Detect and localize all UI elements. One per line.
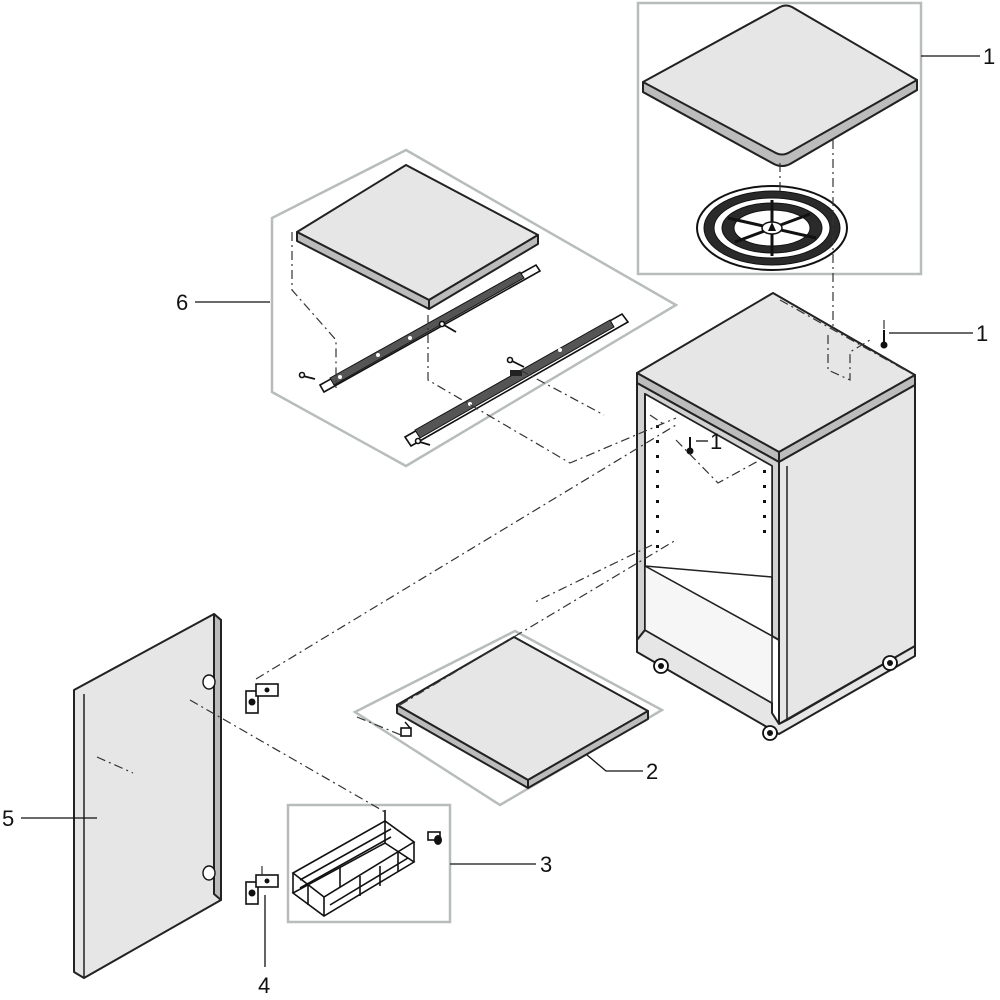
countertop [642, 4, 918, 167]
hinge-guide-line [255, 424, 677, 680]
screw-icon [686, 437, 694, 455]
hidden-edge-line [827, 335, 871, 381]
hinge-icon [245, 683, 279, 714]
hidden-edge-line [779, 299, 906, 371]
callout-leader [586, 754, 643, 772]
caster-wheel [653, 658, 669, 674]
drawer-guide-line [649, 414, 666, 426]
callout-label-basket: 3 [540, 852, 552, 877]
drawer-guide-line [427, 315, 677, 464]
caster-wheel [762, 725, 778, 741]
drawer-guide-line [519, 369, 605, 416]
callout-label-screw-inner: 1 [710, 429, 722, 454]
top-group-frame [636, 1, 923, 276]
callout-label-drawer-kit: 6 [176, 290, 188, 315]
basket-frame [286, 803, 452, 924]
cabinet-carcass [636, 292, 916, 741]
caster-wheel [882, 655, 898, 671]
drawer-kit-frame [270, 148, 679, 468]
drawer-panel [296, 164, 539, 310]
door-panel [73, 613, 222, 979]
screw-icon [880, 330, 888, 349]
callout-label-top: 1 [983, 44, 995, 69]
screw-icon [298, 371, 316, 380]
screw-icon [414, 437, 431, 446]
drawer-slide-rail [403, 312, 630, 448]
callout-label-bottom-shelf: 2 [646, 759, 658, 784]
shelf-guide-line [534, 544, 653, 603]
shelf-guide-line [399, 539, 677, 706]
screw-icon [506, 356, 525, 368]
bolt-icon [427, 831, 442, 845]
callout-label-hinge: 4 [258, 973, 270, 998]
hinge-icon [245, 874, 279, 905]
screw-icon [438, 320, 457, 333]
drawer-slide-rail [318, 263, 542, 394]
swivel-plate [696, 185, 848, 271]
callout-label-door: 5 [2, 806, 14, 831]
wire-basket [291, 810, 416, 917]
callout-label-screw-right: 1 [976, 321, 988, 346]
door-guide-line [96, 756, 134, 774]
shelf-guide-line [356, 716, 402, 736]
bottom-shelf-frame [352, 629, 665, 807]
bottom-shelf [396, 636, 649, 789]
drawer-guide-line [675, 439, 761, 484]
shelf-connector-icon [400, 721, 412, 737]
